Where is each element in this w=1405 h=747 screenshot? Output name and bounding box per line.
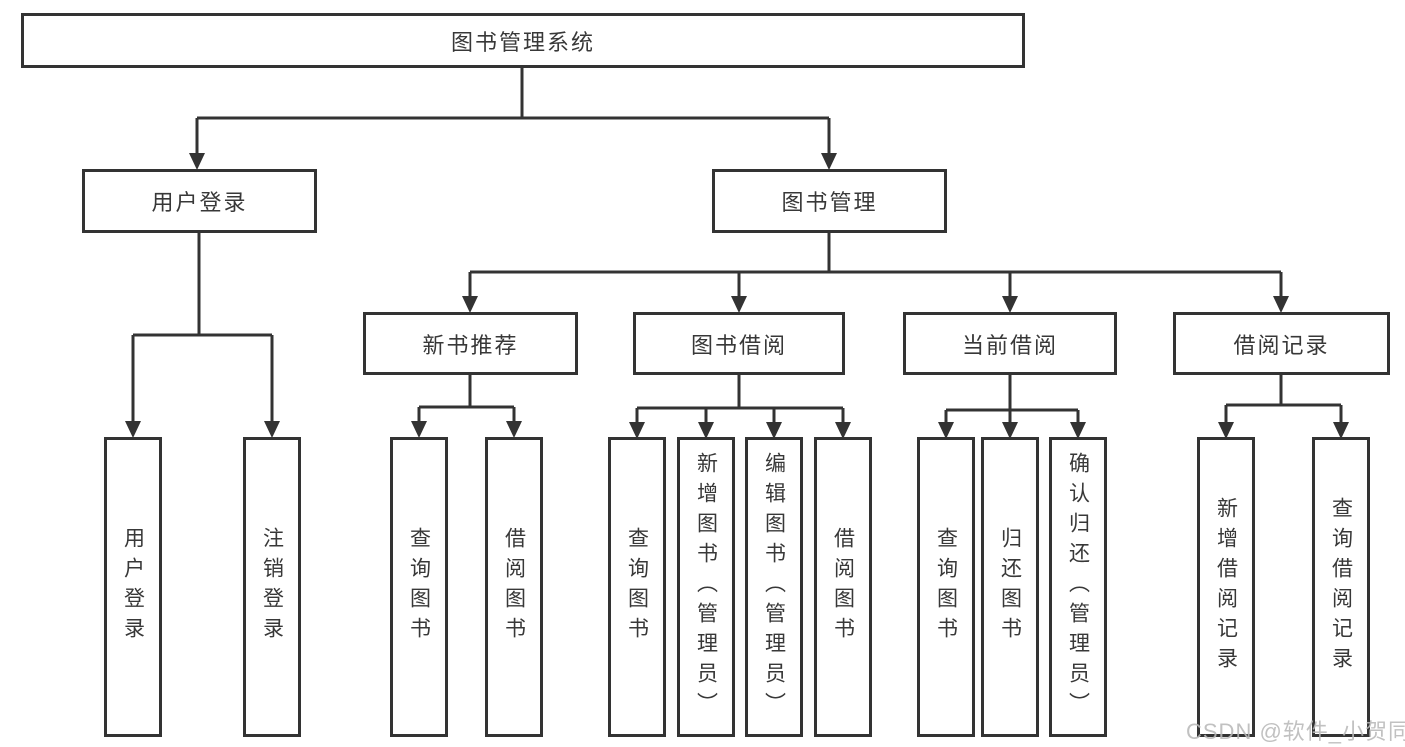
leaf-recommend-borrow-book: 借阅图书 bbox=[485, 437, 543, 737]
leaf-borrow-borrow-book: 借阅图书 bbox=[814, 437, 872, 737]
node-current-borrow: 当前借阅 bbox=[903, 312, 1117, 375]
leaf-current-confirm-return-admin: 确认归还（管理员） bbox=[1049, 437, 1107, 737]
leaf-recommend-query-book: 查询图书 bbox=[390, 437, 448, 737]
arrowheads bbox=[125, 153, 1349, 439]
leaf-borrow-add-book-admin: 新增图书（管理员） bbox=[677, 437, 735, 737]
leaf-borrow-edit-book-admin: 编辑图书（管理员） bbox=[745, 437, 803, 737]
node-new-book-recommend: 新书推荐 bbox=[363, 312, 578, 375]
leaf-current-return-book: 归还图书 bbox=[981, 437, 1039, 737]
connector-stems bbox=[131, 68, 1343, 424]
node-book-borrow: 图书借阅 bbox=[633, 312, 845, 375]
leaf-user-login: 用户登录 bbox=[104, 437, 162, 737]
node-book-management: 图书管理 bbox=[712, 169, 947, 233]
leaf-logout-login: 注销登录 bbox=[243, 437, 301, 737]
leaf-current-query-book: 查询图书 bbox=[917, 437, 975, 737]
node-library-management-system: 图书管理系统 bbox=[21, 13, 1025, 68]
csdn-watermark: CSDN @软件_小贺同学 bbox=[1186, 719, 1405, 744]
leaf-borrow-query-book: 查询图书 bbox=[608, 437, 666, 737]
leaf-records-add-record: 新增借阅记录 bbox=[1197, 437, 1255, 737]
leaf-records-query-record: 查询借阅记录 bbox=[1312, 437, 1370, 737]
node-borrow-records: 借阅记录 bbox=[1173, 312, 1390, 375]
node-user-login: 用户登录 bbox=[82, 169, 317, 233]
